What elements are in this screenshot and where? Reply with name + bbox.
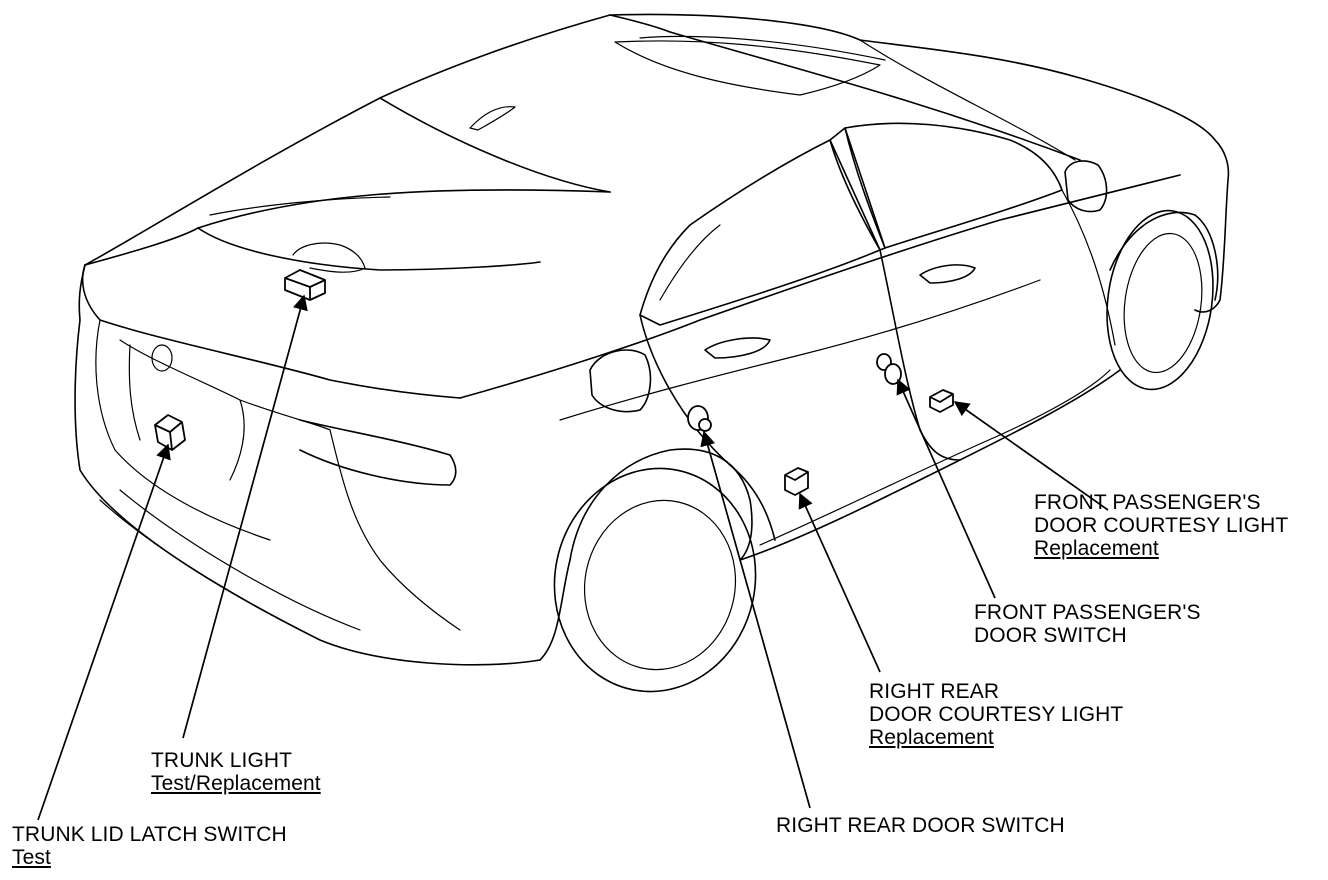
trunk-light-test-replacement-link[interactable]: Test/Replacement	[151, 772, 321, 795]
callout-line: DOOR COURTESY LIGHT	[1034, 514, 1289, 537]
leader-front-door-switch	[896, 378, 996, 599]
component-trunk-light	[284, 269, 326, 301]
callout-right-rear-door-switch: RIGHT REAR DOOR SWITCH	[776, 814, 1065, 837]
callout-line: FRONT PASSENGER'S	[1034, 491, 1261, 514]
callout-line: RIGHT REAR DOOR SWITCH	[776, 814, 1065, 837]
callout-line: TRUNK LID LATCH SWITCH	[12, 823, 287, 846]
component-trunk-lid-latch-switch	[154, 414, 186, 451]
leader-front-door-courtesy-light	[953, 401, 1109, 511]
rear-door-courtesy-light-replacement-link[interactable]: Replacement	[869, 726, 994, 749]
component-front-passenger-door-courtesy-light	[929, 389, 954, 413]
callout-front-passenger-door-courtesy-light: FRONT PASSENGER'S DOOR COURTESY LIGHT Re…	[1034, 491, 1288, 560]
leader-trunk-light	[182, 294, 308, 739]
component-right-rear-door-switch	[687, 405, 712, 432]
trunk-lid-latch-switch-test-link[interactable]: Test	[12, 846, 51, 869]
leader-rear-door-switch	[700, 430, 811, 809]
front-door-courtesy-light-replacement-link[interactable]: Replacement	[1034, 537, 1159, 560]
callout-trunk-light: TRUNK LIGHT Test/Replacement	[151, 749, 321, 795]
car-body	[74, 13, 1230, 693]
callout-front-passenger-door-switch: FRONT PASSENGER'S DOOR SWITCH	[974, 601, 1201, 647]
callout-line: DOOR SWITCH	[974, 624, 1127, 647]
callout-line: TRUNK LIGHT	[151, 749, 293, 772]
component-right-rear-door-courtesy-light	[784, 467, 809, 496]
callout-right-rear-door-courtesy-light: RIGHT REAR DOOR COURTESY LIGHT Replaceme…	[869, 680, 1123, 749]
leader-lines	[37, 294, 1109, 821]
callout-trunk-lid-latch-switch: TRUNK LID LATCH SWITCH Test	[12, 823, 287, 869]
callout-line: DOOR COURTESY LIGHT	[869, 703, 1124, 726]
leader-trunk-lid-latch-switch	[37, 443, 171, 821]
leader-rear-door-courtesy-light	[798, 492, 881, 673]
callout-line: FRONT PASSENGER'S	[974, 601, 1201, 624]
callout-line: RIGHT REAR	[869, 680, 1000, 703]
component-front-passenger-door-switch	[876, 353, 902, 385]
